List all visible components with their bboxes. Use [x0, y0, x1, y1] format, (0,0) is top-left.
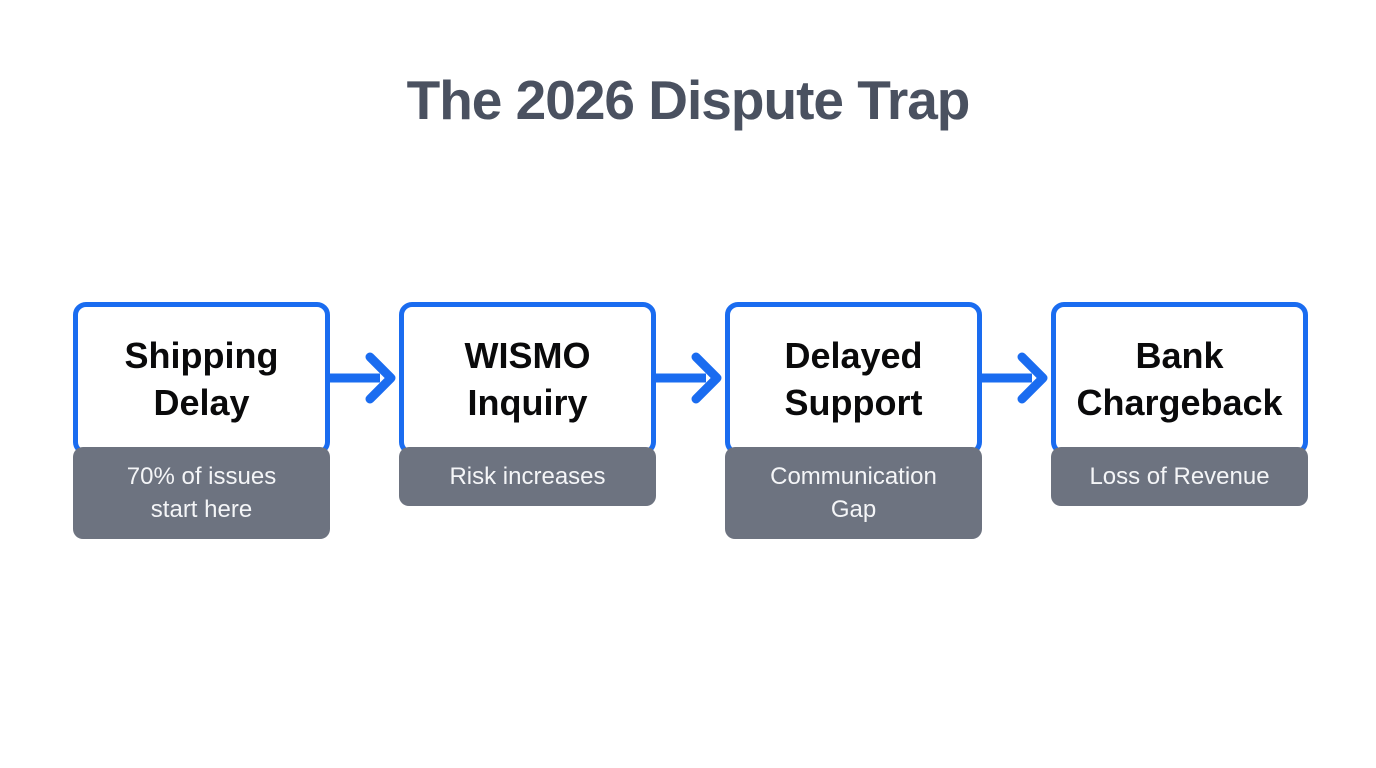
arrow-right-icon: [656, 348, 725, 408]
step-caption: Loss of Revenue: [1051, 447, 1308, 506]
arrow-right-icon: [330, 348, 399, 408]
flow-step-wismo-inquiry: WISMO Inquiry Risk increases: [399, 302, 656, 506]
flow-step-shipping-delay: Shipping Delay 70% of issues start here: [73, 302, 330, 539]
step-box: Shipping Delay: [73, 302, 330, 455]
step-title: WISMO Inquiry: [464, 334, 591, 423]
flow-step-delayed-support: Delayed Support Communication Gap: [725, 302, 982, 539]
dispute-flow-diagram: Shipping Delay 70% of issues start here …: [73, 302, 1308, 539]
step-title: Bank Chargeback: [1076, 334, 1283, 423]
step-caption: Risk increases: [399, 447, 656, 506]
flow-step-bank-chargeback: Bank Chargeback Loss of Revenue: [1051, 302, 1308, 506]
page-title: The 2026 Dispute Trap: [406, 69, 971, 131]
step-title: Shipping Delay: [124, 334, 279, 423]
step-caption: 70% of issues start here: [73, 447, 330, 539]
step-caption: Communication Gap: [725, 447, 982, 539]
step-box: Bank Chargeback: [1051, 302, 1308, 455]
arrow-right-icon: [982, 348, 1051, 408]
step-box: WISMO Inquiry: [399, 302, 656, 455]
step-box: Delayed Support: [725, 302, 982, 455]
step-title: Delayed Support: [784, 334, 923, 423]
